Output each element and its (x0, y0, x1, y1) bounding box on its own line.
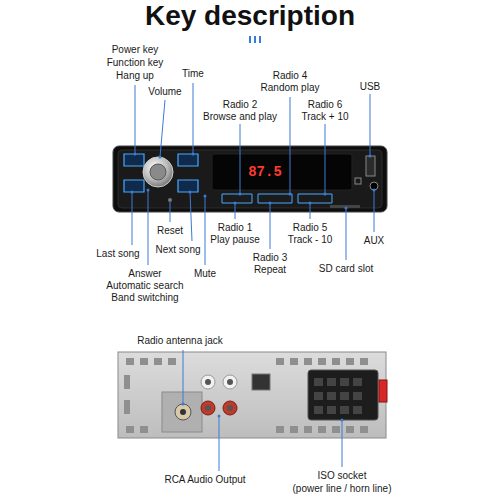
radio-face (113, 146, 387, 212)
part-label: Play pause (210, 234, 259, 246)
part-label: Radio 2 (223, 99, 257, 111)
antenna-panel (162, 392, 202, 432)
preset-buttons (222, 194, 332, 203)
part-label: Random play (261, 82, 320, 94)
usb-port (366, 156, 375, 176)
part-label: Radio 1 (218, 222, 252, 234)
display-window (212, 154, 352, 190)
title-mark (249, 36, 261, 43)
vent-slots (124, 358, 368, 433)
part-label: Next song (155, 244, 200, 256)
back-plate (118, 352, 386, 438)
iso-socket (308, 370, 378, 420)
part-label: Radio 4 (273, 70, 307, 82)
part-label: Function key (107, 57, 164, 69)
part-label: USB (360, 81, 381, 93)
display-readout: 87.5 (248, 164, 282, 180)
leader-lines (132, 83, 374, 471)
part-label: Radio 3 (253, 252, 287, 264)
part-label: Band switching (111, 292, 178, 304)
control-buttons (124, 154, 198, 192)
part-label: Mute (194, 268, 216, 280)
small-connector (252, 374, 270, 390)
part-label: Repeat (254, 264, 286, 276)
rca-pins (205, 379, 233, 411)
part-label: Automatic search (106, 280, 183, 292)
knob-center (150, 164, 166, 180)
part-label: Radio 5 (293, 222, 327, 234)
part-label: RCA Audio Output (164, 474, 245, 486)
part-label: Time (182, 68, 204, 80)
antenna-pin (180, 409, 186, 415)
part-label: SD card slot (319, 263, 373, 275)
part-label: AUX (364, 235, 385, 247)
part-label: Reset (157, 225, 183, 237)
part-label: ISO socket (318, 470, 367, 482)
part-label: Radio antenna jack (137, 335, 223, 347)
part-label: Browse and play (203, 111, 277, 123)
part-label: Hang up (116, 70, 154, 82)
fuse (379, 380, 387, 402)
part-label: (power line / horn line) (293, 483, 392, 495)
part-label: Track + 10 (301, 111, 348, 123)
reset-button (168, 198, 172, 202)
antenna-jack (175, 404, 191, 420)
part-label: Radio 6 (308, 99, 342, 111)
part-label: Volume (148, 86, 181, 98)
part-label: Last song (96, 248, 139, 260)
face-bezel (118, 150, 382, 208)
page-title: Key description (0, 0, 500, 32)
volume-knob (143, 157, 173, 187)
ir-window (355, 178, 361, 184)
part-label: Track - 10 (288, 234, 333, 246)
part-label: Power key (112, 44, 159, 56)
iso-pins (314, 378, 362, 414)
part-label: Answer (128, 268, 161, 280)
